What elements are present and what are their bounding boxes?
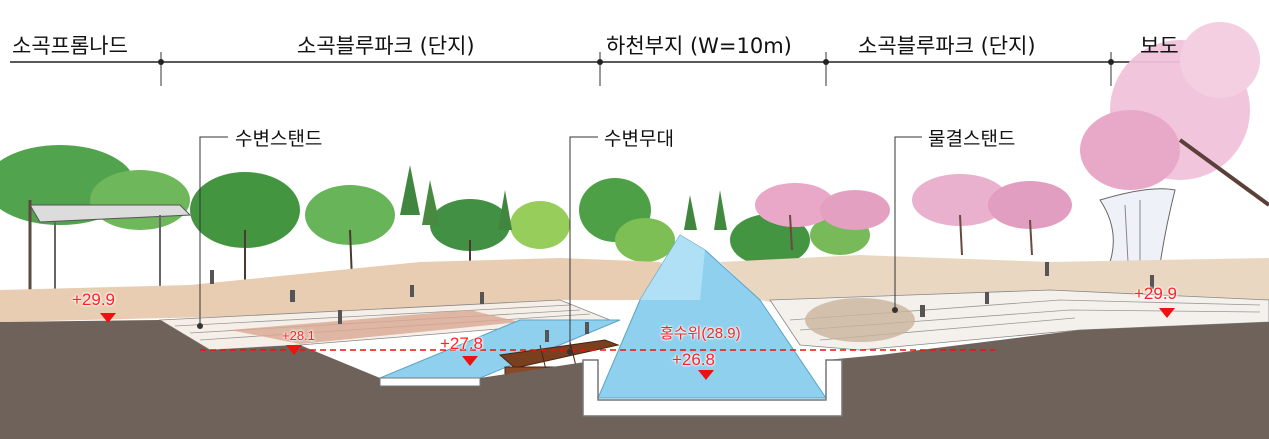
elevation-markers [100, 308, 1175, 380]
zone-label-sidewalk: 보도 [1140, 34, 1179, 58]
callout-leaders [197, 136, 922, 355]
zone-label-river: 하천부지 (W=10m) [606, 34, 792, 58]
people [210, 262, 1154, 342]
elevation-channel-bed: +26.8 [672, 350, 716, 369]
callout-wave-stand: 물결스탠드 [928, 128, 1016, 150]
zone-label-bluepark-right: 소곡블루파크 (단지) [858, 34, 1036, 58]
callout-waterside-stand: 수변스탠드 [235, 128, 323, 150]
zone-label-bluepark-left: 소곡블루파크 (단지) [297, 34, 475, 58]
zone-dividers [158, 52, 1114, 86]
left-stand-tiers [158, 299, 611, 351]
pergola [28, 200, 192, 300]
zone-label-promenade: 소곡프롬나드 [12, 34, 128, 58]
pool-edge [379, 377, 481, 387]
elevation-left-terrace: +28.1 [282, 328, 315, 343]
elevation-left-ground: +29.9 [72, 290, 116, 309]
elevation-stage-water: +27.8 [440, 334, 484, 353]
flood-level-label: 홍수위(28.9) [660, 325, 741, 342]
elevation-right-ground: +29.9 [1134, 284, 1178, 303]
cherry-trees [755, 22, 1269, 256]
callout-waterside-stage: 수변무대 [604, 128, 674, 150]
sail-shelter [1099, 188, 1176, 266]
plaza-left [0, 258, 700, 322]
channel-wall [582, 359, 843, 417]
